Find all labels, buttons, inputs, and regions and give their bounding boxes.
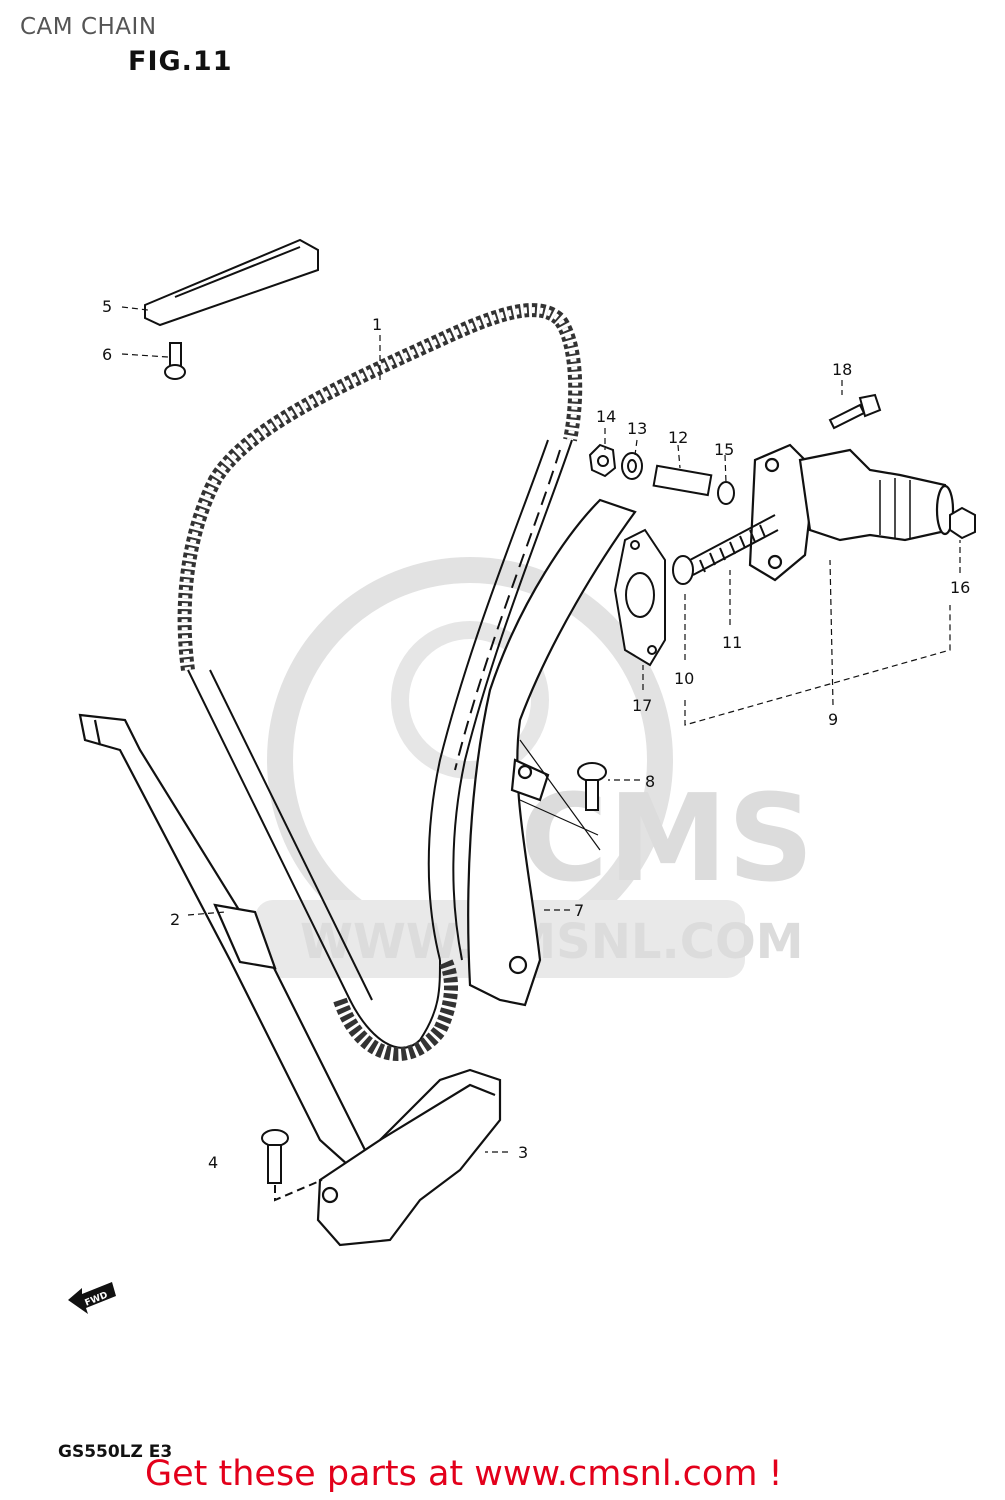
callout-4: 4 — [208, 1153, 218, 1172]
callout-10: 10 — [674, 669, 694, 688]
callout-17: 17 — [632, 696, 652, 715]
callout-13: 13 — [627, 419, 647, 438]
callout-11: 11 — [722, 633, 742, 652]
spring-11 — [689, 514, 779, 576]
watermark-url: WWW.CMSNL.COM — [300, 914, 804, 970]
callout-3: 3 — [518, 1143, 528, 1162]
callouts: 1 2 3 4 5 6 7 8 9 10 11 12 13 14 15 16 1… — [102, 297, 970, 1172]
page-title: CAM CHAIN — [20, 14, 157, 40]
callout-12: 12 — [668, 428, 688, 447]
bolt-18 — [828, 393, 882, 430]
figure-label: FIG.11 — [128, 46, 233, 77]
tensioner-body-9 — [748, 443, 955, 582]
callout-18: 18 — [832, 360, 852, 379]
cap-16 — [949, 506, 976, 540]
o-ring-15 — [717, 481, 735, 505]
gasket-17 — [613, 528, 666, 667]
callout-14: 14 — [596, 407, 616, 426]
chain-guide-3 — [316, 1068, 502, 1247]
bolt-4 — [261, 1129, 323, 1202]
tensioner-guide-7 — [467, 498, 637, 1007]
fwd-arrow-icon: FWD — [68, 1282, 116, 1314]
guide-5 — [144, 238, 319, 327]
bolt-6 — [164, 342, 186, 380]
promo-link[interactable]: Get these parts at www.cmsnl.com ! — [145, 1454, 783, 1494]
washer-13 — [621, 452, 643, 480]
plunger-10 — [672, 555, 694, 585]
callout-5: 5 — [102, 297, 112, 316]
watermark: CMS WWW.CMSNL.COM — [255, 557, 814, 978]
bolt-8 — [519, 739, 607, 851]
bolt-12 — [652, 464, 713, 497]
callout-15: 15 — [714, 440, 734, 459]
callout-2: 2 — [170, 910, 180, 929]
callout-6: 6 — [102, 345, 112, 364]
nut-14 — [588, 443, 617, 478]
callout-16: 16 — [950, 578, 970, 597]
callout-7: 7 — [574, 901, 584, 920]
watermark-brand: CMS — [520, 770, 814, 909]
model-code: GS550LZ E3 — [58, 1442, 173, 1462]
cam-chain — [177, 303, 583, 1061]
callout-8: 8 — [645, 772, 655, 791]
callout-9: 9 — [828, 710, 838, 729]
callout-1: 1 — [372, 315, 382, 334]
leader-lines — [121, 306, 961, 1153]
